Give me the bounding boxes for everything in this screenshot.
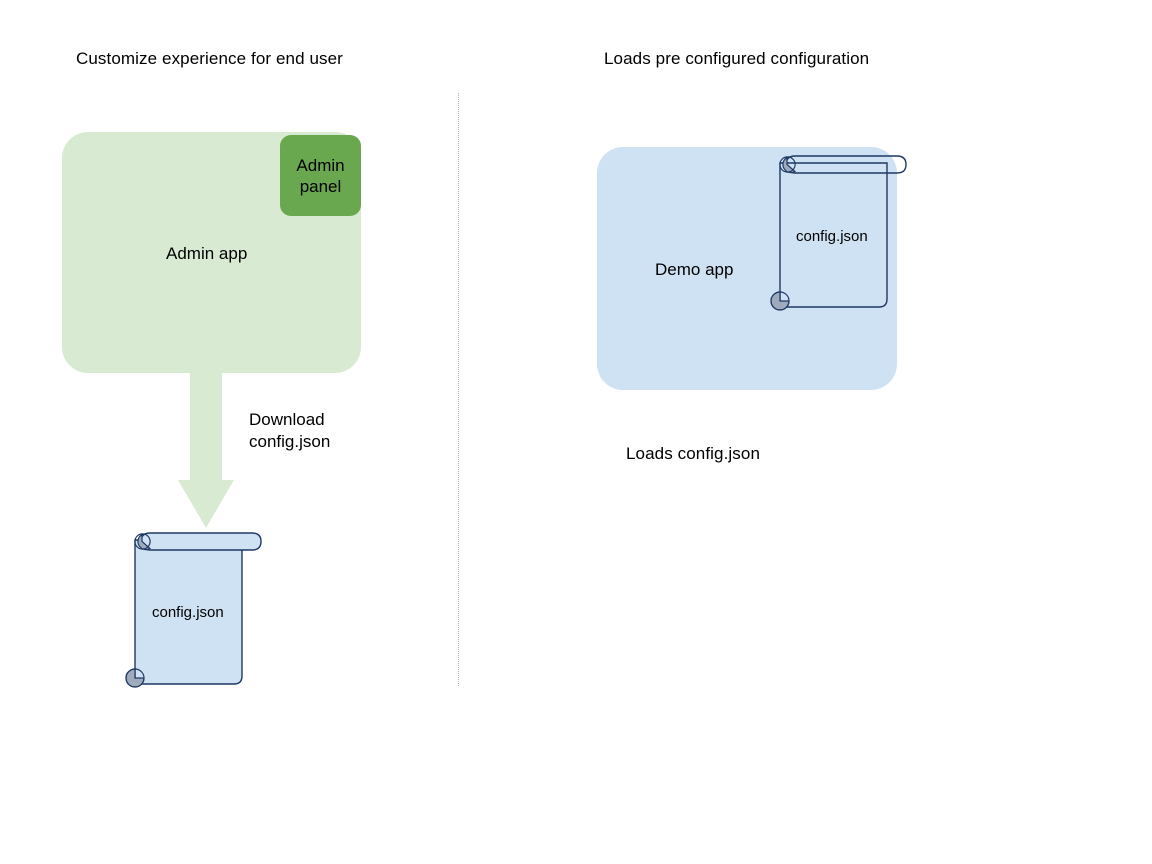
admin-panel-label-line2: panel <box>299 176 342 196</box>
document-top-curl-icon <box>782 156 797 174</box>
download-arrow-label: Download config.json <box>249 409 330 453</box>
config-json-document-right[interactable] <box>763 151 913 316</box>
document-bottom-curl-outline <box>770 291 790 311</box>
document-bottom-curl-outline <box>125 668 145 688</box>
config-json-label-right: config.json <box>796 228 868 245</box>
admin-panel-chip[interactable]: Admin panel <box>280 135 361 216</box>
demo-app-label: Demo app <box>655 260 734 279</box>
document-top-curl-icon <box>137 533 152 551</box>
loads-config-caption: Loads config.json <box>626 444 761 463</box>
admin-panel-label: Admin panel <box>296 155 344 197</box>
document-top-roll <box>140 532 262 551</box>
right-column-caption: Loads pre configured configuration <box>604 49 870 68</box>
download-arrow-label-line2: config.json <box>249 432 331 451</box>
download-arrow-icon <box>178 370 234 528</box>
demo-app-box[interactable] <box>597 147 897 390</box>
left-column-caption: Customize experience for end user <box>76 49 343 68</box>
config-json-label-left: config.json <box>152 604 224 621</box>
download-arrow-label-line1: Download <box>249 410 325 429</box>
admin-app-label: Admin app <box>166 244 248 263</box>
config-json-document-left[interactable] <box>118 528 268 693</box>
admin-panel-label-line1: Admin <box>296 155 345 175</box>
column-divider <box>458 93 459 686</box>
document-top-roll <box>785 155 907 174</box>
document-top-curl-outline <box>779 156 796 173</box>
document-top-curl-outline <box>134 533 151 550</box>
